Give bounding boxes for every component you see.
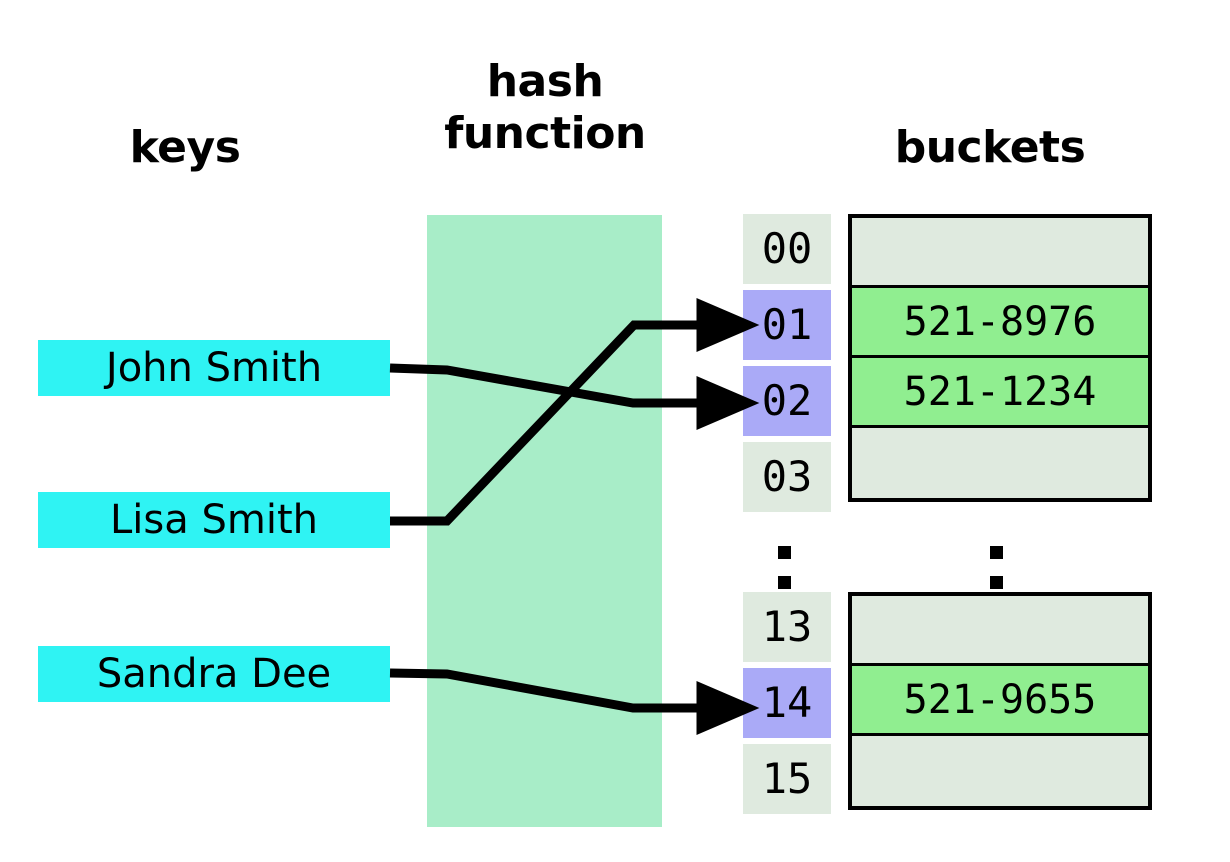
- bucket-row: 521-8976: [852, 288, 1148, 358]
- index-cell-01: 01: [743, 290, 831, 360]
- index-label: 15: [761, 754, 813, 803]
- ellipsis-bucket-column: [990, 546, 1010, 592]
- bucket-row: [852, 736, 1148, 806]
- key-box-john-smith: John Smith: [38, 340, 390, 396]
- heading-hash-function: hash function: [444, 56, 646, 159]
- key-box-lisa-smith: Lisa Smith: [38, 492, 390, 548]
- hash-function-band: [427, 215, 662, 827]
- index-cell-00: 00: [743, 214, 831, 284]
- index-label: 02: [761, 376, 813, 425]
- key-box-sandra-dee: Sandra Dee: [38, 646, 390, 702]
- bucket-row: [852, 596, 1148, 666]
- ellipsis-index-column: [778, 546, 798, 592]
- index-cell-02: 02: [743, 366, 831, 436]
- index-cell-03: 03: [743, 442, 831, 512]
- bucket-table-bottom: 521-9655: [848, 592, 1152, 810]
- bucket-table-top: 521-8976 521-1234: [848, 214, 1152, 502]
- index-label: 13: [761, 602, 813, 651]
- index-cell-14: 14: [743, 668, 831, 738]
- heading-buckets: buckets: [894, 122, 1086, 173]
- ellipsis-dot: [990, 576, 1003, 589]
- bucket-row: 521-1234: [852, 358, 1148, 428]
- index-label: 00: [761, 224, 813, 273]
- bucket-row: [852, 428, 1148, 498]
- bucket-value: 521-1234: [903, 368, 1097, 415]
- index-cell-13: 13: [743, 592, 831, 662]
- index-label: 03: [761, 452, 813, 501]
- bucket-row: 521-9655: [852, 666, 1148, 736]
- bucket-value: 521-9655: [903, 676, 1097, 723]
- ellipsis-dot: [778, 546, 791, 559]
- index-cell-15: 15: [743, 744, 831, 814]
- bucket-value: 521-8976: [903, 298, 1097, 345]
- index-label: 14: [761, 678, 813, 727]
- key-label: Lisa Smith: [110, 497, 318, 543]
- key-label: Sandra Dee: [96, 651, 332, 697]
- ellipsis-dot: [990, 546, 1003, 559]
- heading-keys: keys: [129, 122, 241, 173]
- key-label: John Smith: [105, 345, 323, 391]
- ellipsis-dot: [778, 576, 791, 589]
- index-label: 01: [761, 300, 813, 349]
- bucket-row: [852, 218, 1148, 288]
